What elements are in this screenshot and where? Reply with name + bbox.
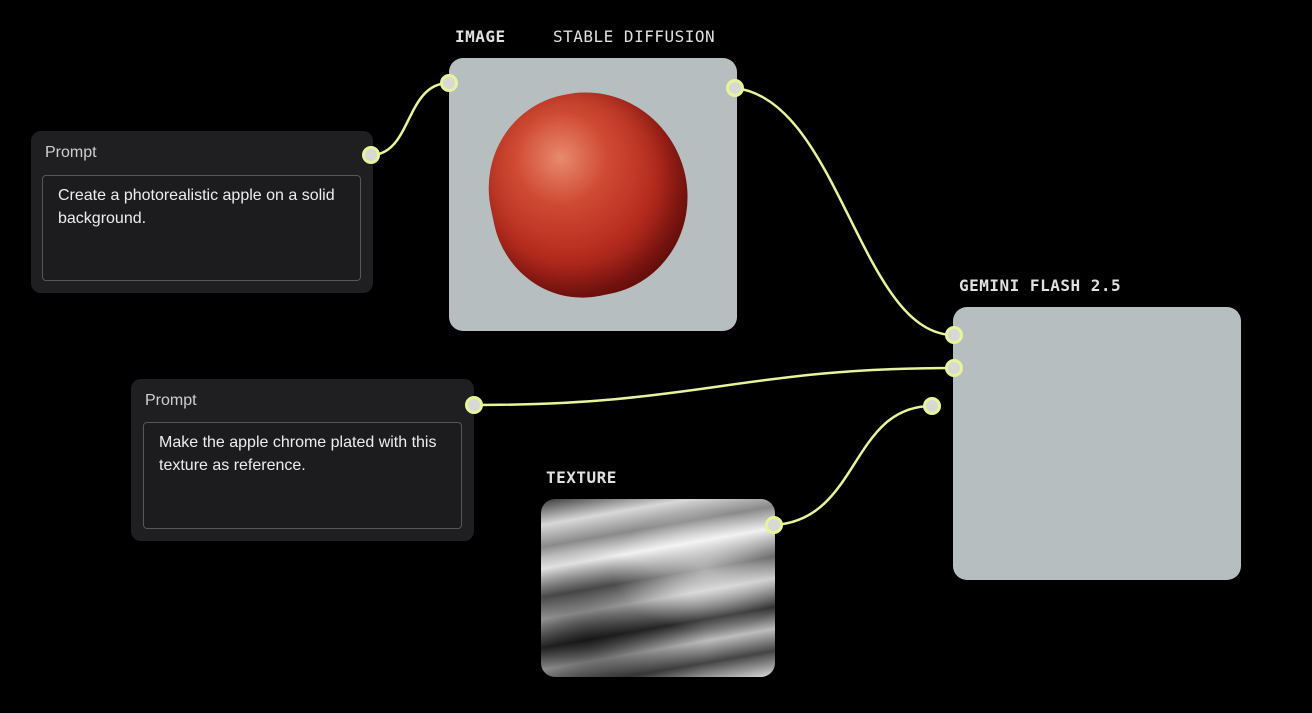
image-type-label: IMAGE: [455, 27, 506, 46]
prompt2-output-port[interactable]: [465, 396, 483, 414]
image-output-port[interactable]: [726, 79, 744, 97]
wire-image-to-gemini: [734, 86, 955, 337]
prompt-textarea-2[interactable]: Make the apple chrome plated with this t…: [143, 422, 462, 529]
prompt-node-label: Prompt: [45, 144, 97, 161]
wire-prompt1-to-image: [370, 81, 450, 157]
gemini-node-label: GEMINI FLASH 2.5: [959, 276, 1122, 295]
apple-image: [470, 73, 707, 315]
wire-prompt2-to-gemini: [473, 366, 955, 407]
texture-output-port[interactable]: [765, 516, 783, 534]
texture-image: [541, 499, 775, 677]
gemini-input-port-texture[interactable]: [923, 397, 941, 415]
gemini-input-port-image[interactable]: [945, 326, 963, 344]
image-model-label: STABLE DIFFUSION: [553, 27, 716, 46]
prompt1-output-port[interactable]: [362, 146, 380, 164]
texture-node[interactable]: [541, 499, 775, 677]
prompt-textarea-1[interactable]: Create a photorealistic apple on a solid…: [42, 175, 361, 281]
gemini-input-port-prompt[interactable]: [945, 359, 963, 377]
wire-texture-to-gemini: [773, 404, 933, 527]
image-input-port[interactable]: [440, 74, 458, 92]
texture-node-label: TEXTURE: [546, 468, 617, 487]
prompt-node-1[interactable]: Prompt Create a photorealistic apple on …: [31, 131, 373, 293]
prompt-node-2[interactable]: Prompt Make the apple chrome plated with…: [131, 379, 474, 541]
prompt-node-label: Prompt: [145, 392, 197, 409]
gemini-node[interactable]: [953, 307, 1241, 580]
image-node[interactable]: [449, 58, 737, 331]
